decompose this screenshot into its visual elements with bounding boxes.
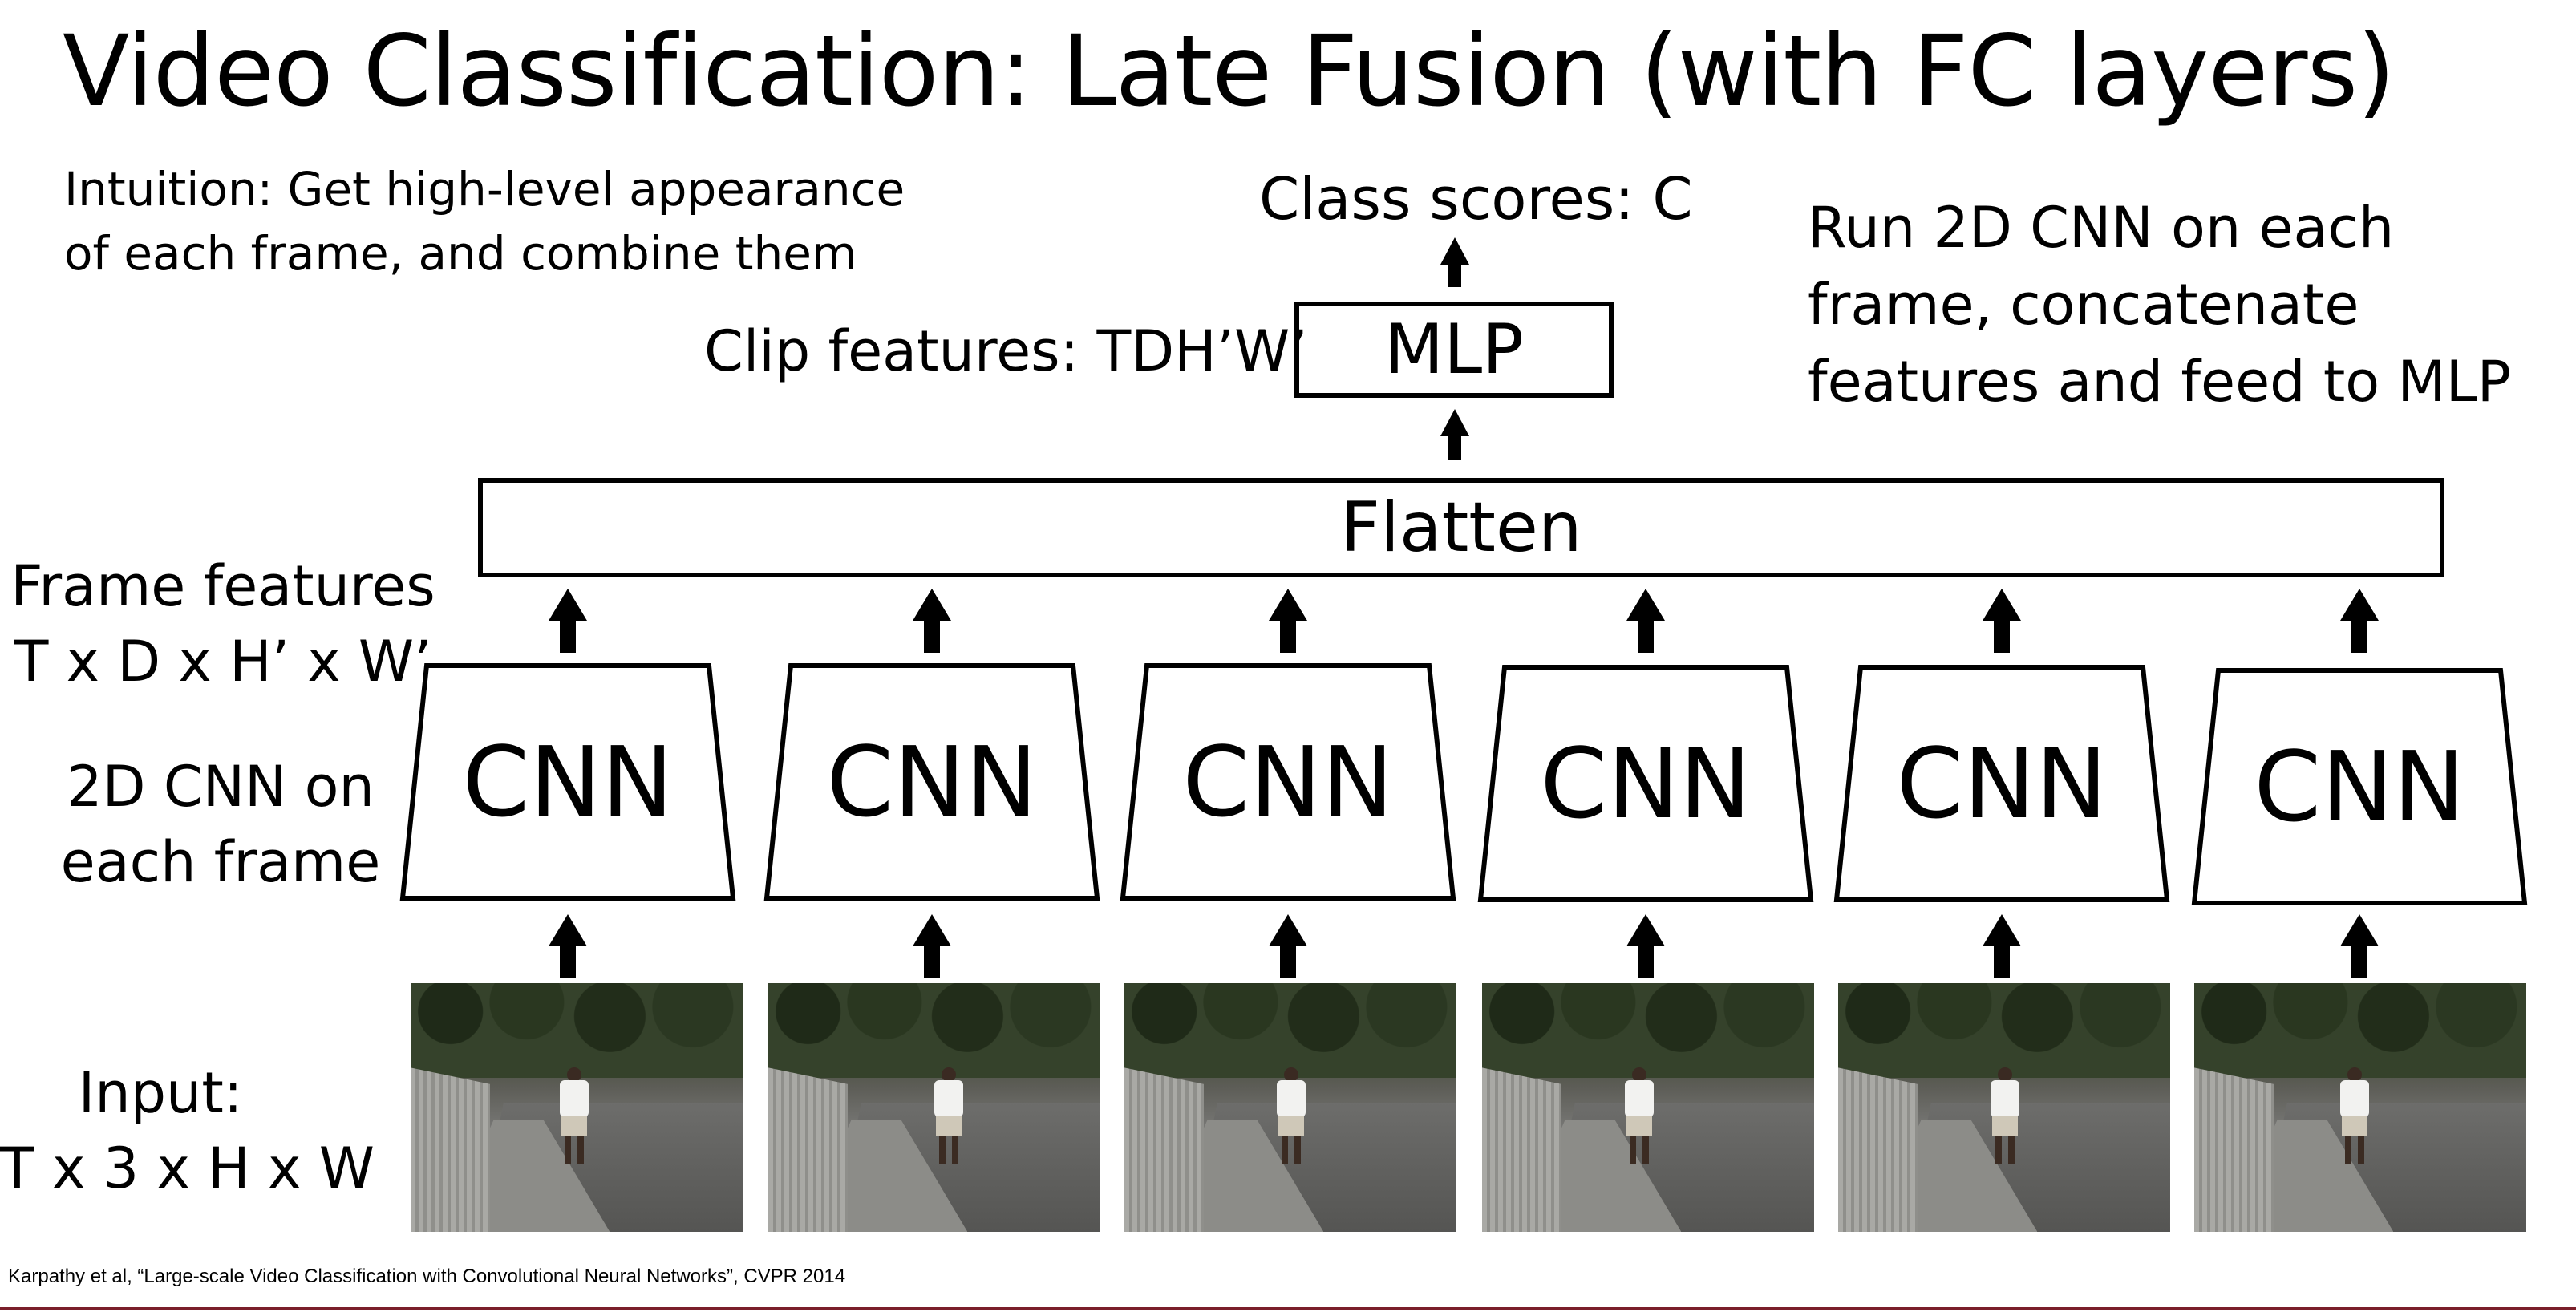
cnn-label: CNN xyxy=(1540,729,1751,840)
up-arrow-icon xyxy=(1983,914,2021,946)
up-arrow-icon xyxy=(1440,409,1469,436)
cnn-label: CNN xyxy=(826,727,1037,839)
frame-features-line-1: Frame features xyxy=(10,553,435,619)
input-line-1: Input: xyxy=(78,1060,243,1126)
cnn-block xyxy=(1120,663,1456,901)
cnn-block xyxy=(763,663,1100,901)
up-arrow-icon-stem xyxy=(560,619,576,653)
up-arrow-icon xyxy=(1626,589,1665,621)
video-frame xyxy=(768,983,1100,1232)
run-note-line-3: features and feed to MLP xyxy=(1808,349,2511,415)
intuition-line-2: of each frame, and combine them xyxy=(64,226,857,281)
up-arrow-icon xyxy=(2340,589,2379,621)
video-frame xyxy=(411,983,743,1232)
up-arrow-icon-stem xyxy=(560,945,576,978)
flatten-label: Flatten xyxy=(1340,488,1582,568)
up-arrow-icon-stem xyxy=(2351,619,2367,653)
cnn-label: CNN xyxy=(1896,729,2107,840)
up-arrow-icon-stem xyxy=(1638,619,1654,653)
video-frame xyxy=(1482,983,1814,1232)
cnn-block xyxy=(399,663,736,901)
up-arrow-icon xyxy=(913,589,951,621)
video-frame xyxy=(2194,983,2526,1232)
up-arrow-icon-stem xyxy=(1638,945,1654,978)
video-frame xyxy=(1124,983,1456,1232)
run-cnn-note: Run 2D CNN on each frame, concatenate fe… xyxy=(1808,189,2511,420)
cnn-block xyxy=(1477,665,1814,902)
up-arrow-icon-stem xyxy=(1994,945,2010,978)
cnn-block xyxy=(2191,668,2528,905)
class-scores-label: Class scores: C xyxy=(1259,165,1693,233)
cnn-label: CNN xyxy=(1182,727,1393,839)
intuition-text: Intuition: Get high-level appearance of … xyxy=(64,157,905,285)
up-arrow-icon xyxy=(549,914,587,946)
frame-features-label: Frame features T x D x H’ x W’ xyxy=(6,549,439,699)
up-arrow-icon-stem xyxy=(1280,619,1296,653)
up-arrow-icon-stem xyxy=(924,619,940,653)
up-arrow-icon xyxy=(1269,589,1307,621)
cnn-label: CNN xyxy=(2254,732,2465,844)
run-note-line-1: Run 2D CNN on each xyxy=(1808,195,2395,261)
up-arrow-icon xyxy=(1440,237,1469,265)
up-arrow-icon xyxy=(549,589,587,621)
intuition-line-1: Intuition: Get high-level appearance xyxy=(64,162,905,217)
up-arrow-icon-stem xyxy=(1280,945,1296,978)
up-arrow-icon xyxy=(1983,589,2021,621)
citation: Karpathy et al, “Large-scale Video Class… xyxy=(8,1265,846,1287)
frame-features-line-2: T x D x H’ x W’ xyxy=(14,629,432,694)
up-arrow-icon-stem xyxy=(1448,435,1461,460)
up-arrow-icon-stem xyxy=(924,945,940,978)
up-arrow-icon-stem xyxy=(1448,263,1461,287)
run-note-line-2: frame, concatenate xyxy=(1808,272,2359,338)
cnn-label: CNN xyxy=(462,727,673,839)
up-arrow-icon-stem xyxy=(1994,619,2010,653)
flatten-box: Flatten xyxy=(478,478,2444,577)
cnn-block xyxy=(1833,665,2170,902)
cnn-note-label: 2D CNN on each frame xyxy=(16,749,425,900)
slide-title: Video Classification: Late Fusion (with … xyxy=(63,14,2396,128)
clip-features-label: Clip features: TDH’W’ xyxy=(704,318,1308,384)
input-label: Input: T x 3 x H x W xyxy=(0,1055,375,1206)
up-arrow-icon xyxy=(913,914,951,946)
up-arrow-icon-stem xyxy=(2351,945,2367,978)
cnn-note-line-1: 2D CNN on xyxy=(67,754,375,820)
up-arrow-icon xyxy=(2340,914,2379,946)
up-arrow-icon xyxy=(1626,914,1665,946)
cnn-note-line-2: each frame xyxy=(60,829,381,895)
mlp-label: MLP xyxy=(1384,310,1524,390)
up-arrow-icon xyxy=(1269,914,1307,946)
mlp-box: MLP xyxy=(1294,302,1614,398)
input-line-2: T x 3 x H x W xyxy=(0,1136,375,1201)
video-frame xyxy=(1838,983,2170,1232)
bottom-rule xyxy=(0,1307,2576,1310)
